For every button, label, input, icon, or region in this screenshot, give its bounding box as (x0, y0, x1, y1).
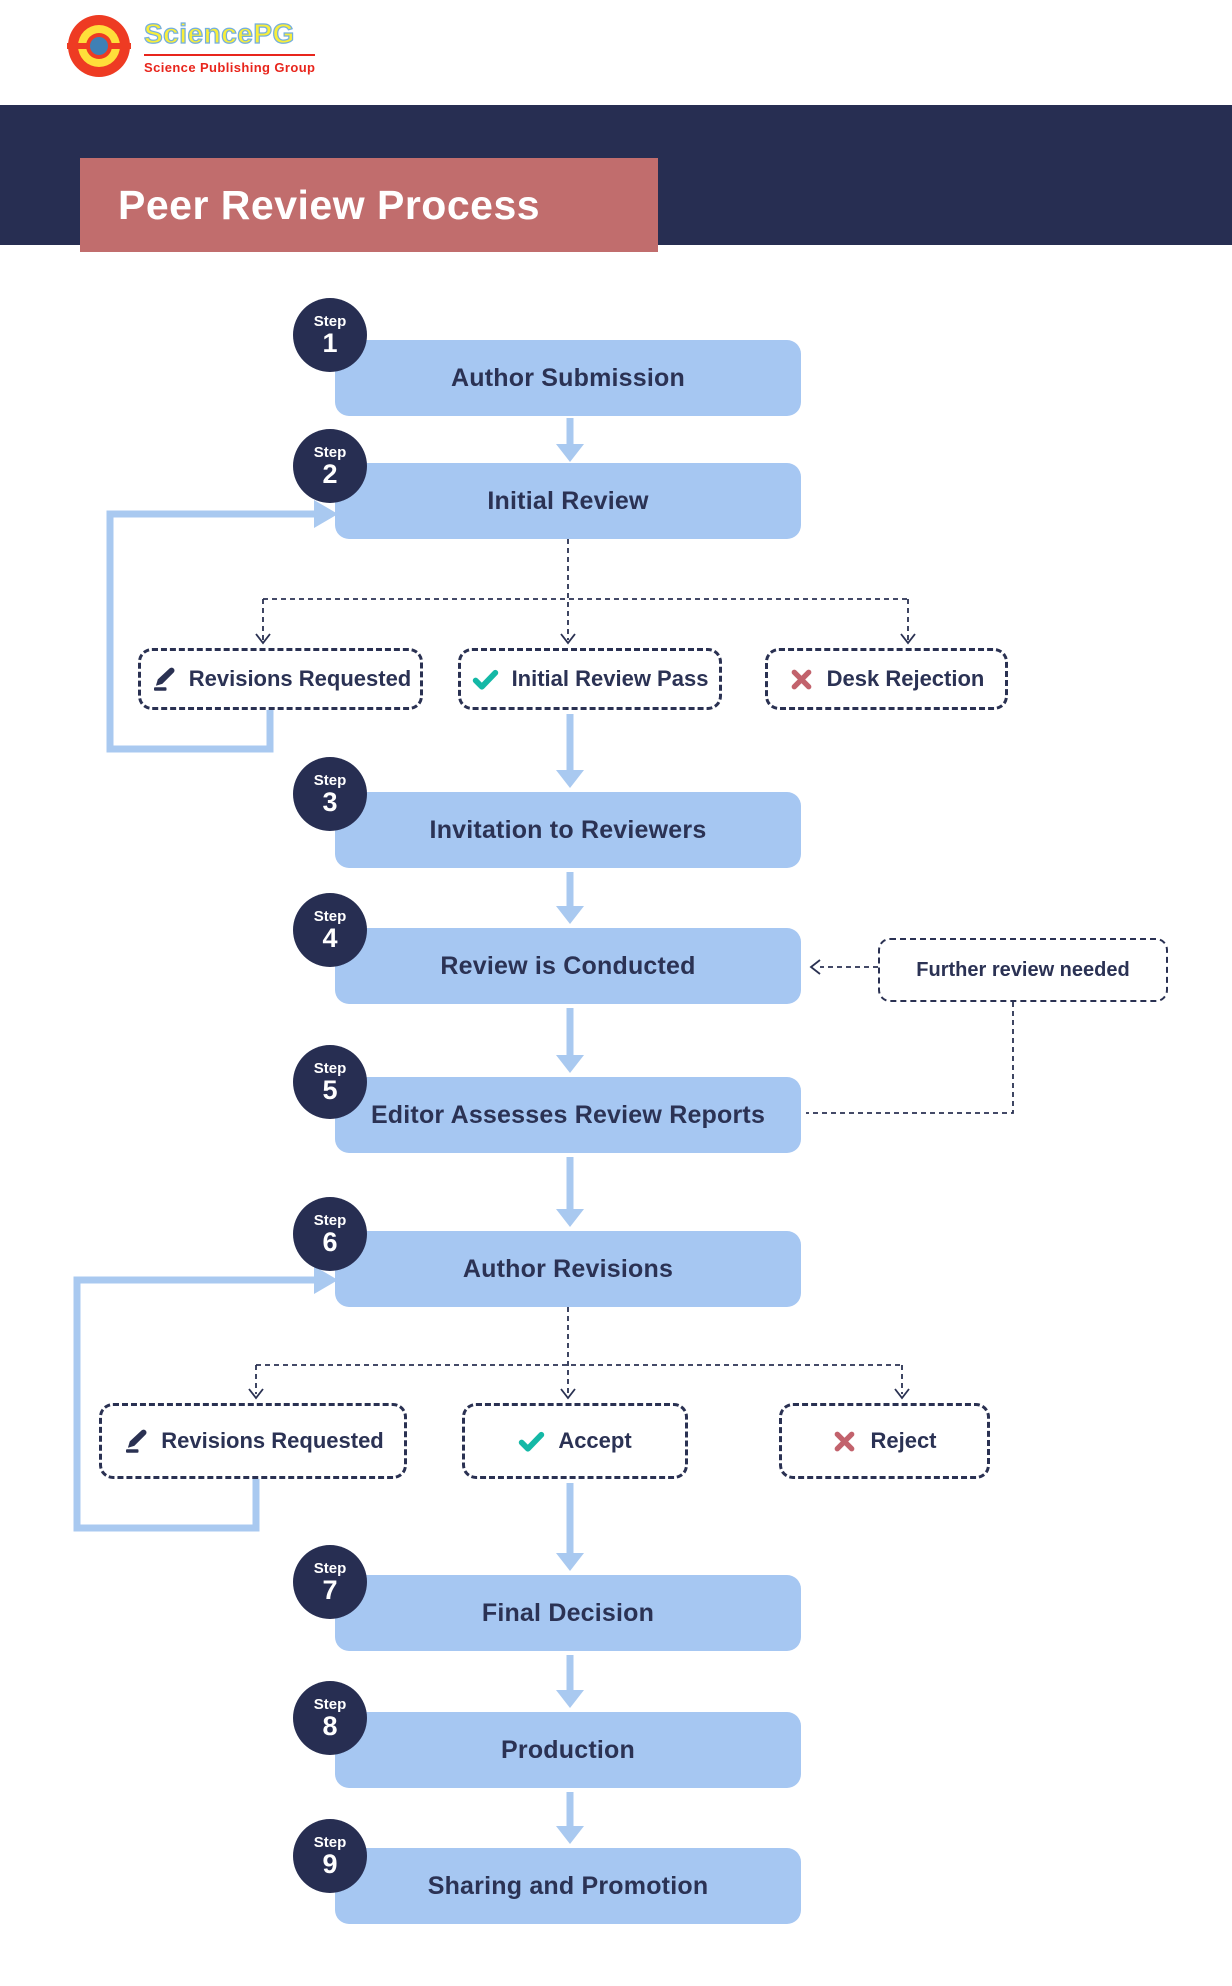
header-bar: SciencePG Science Publishing Group (0, 0, 1232, 105)
outcome-desk-rejection: Desk Rejection (765, 648, 1008, 710)
x-icon (791, 669, 811, 689)
step-box-editor-assesses-review-reports: Editor Assesses Review Reports (335, 1077, 801, 1153)
x-icon (835, 1431, 855, 1451)
outcome-revisions-requested-2: Revisions Requested (99, 1403, 407, 1479)
page-title: Peer Review Process (118, 181, 541, 228)
step-box-review-is-conducted: Review is Conducted (335, 928, 801, 1004)
check-icon (472, 669, 498, 690)
outcome-revisions-requested-1: Revisions Requested (138, 648, 423, 710)
step-box-author-revisions: Author Revisions (335, 1231, 801, 1307)
dashed-branch-lines (255, 539, 1014, 1394)
logo-text: SciencePG Science Publishing Group (143, 17, 316, 75)
loop-2-arrowhead (314, 1266, 338, 1294)
step-box-author-submission: Author Submission (335, 340, 801, 416)
check-icon (519, 1431, 545, 1452)
loop-1-arrowhead (314, 500, 338, 528)
solid-arrowheads (314, 444, 584, 1844)
note-further-review-needed: Further review needed (878, 938, 1168, 1002)
dashed-arrowheads (248, 633, 916, 1400)
pencil-icon (126, 1429, 147, 1453)
logo-brand: SciencePG (143, 17, 295, 49)
step-box-initial-review: Initial Review (335, 463, 801, 539)
solid-flow-arrows (73, 418, 574, 1828)
revision-loop-2 (73, 1276, 314, 1532)
outcome-accept: Accept (462, 1403, 688, 1479)
title-banner: Peer Review Process (80, 158, 658, 252)
logo-tagline: Science Publishing Group (144, 53, 316, 75)
step-box-invitation-to-reviewers: Invitation to Reviewers (335, 792, 801, 868)
outcome-initial-review-pass: Initial Review Pass (458, 648, 722, 710)
step-box-sharing-and-promotion: Sharing and Promotion (335, 1848, 801, 1924)
revision-loop-1 (106, 510, 314, 753)
outcome-reject: Reject (779, 1403, 990, 1479)
further-review-arrowhead (809, 959, 821, 975)
step-box-production: Production (335, 1712, 801, 1788)
sciencepg-logo-icon (67, 15, 131, 77)
sciencepg-logo: SciencePG Science Publishing Group (66, 13, 316, 79)
further-review-return-line (806, 1002, 1014, 1114)
step-box-final-decision: Final Decision (335, 1575, 801, 1651)
pencil-icon (153, 667, 175, 691)
